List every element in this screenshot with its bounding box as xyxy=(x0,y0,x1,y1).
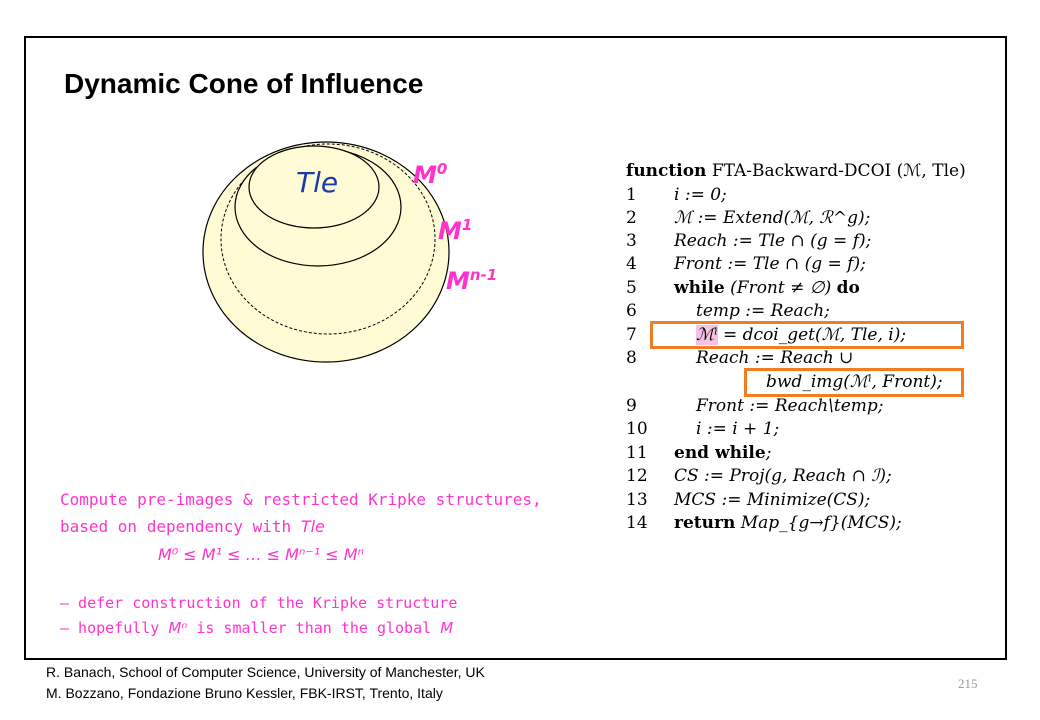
description-line2: based on dependency with Tle xyxy=(60,517,325,536)
region-m1-dashed xyxy=(220,143,436,335)
region-tle xyxy=(248,145,380,229)
slide-title: Dynamic Cone of Influence xyxy=(64,68,424,99)
tle-label: Tle xyxy=(296,166,339,199)
structure-chain: M⁰ ≤ M¹ ≤ … ≤ Mⁿ⁻¹ ≤ Mⁿ xyxy=(158,545,364,564)
slide-frame xyxy=(24,36,1007,660)
mn-1-label: Mn-1 xyxy=(446,266,498,295)
m1-label: M1 xyxy=(438,216,473,245)
algorithm-header: function FTA-Backward-DCOI (ℳ, Tle) xyxy=(626,161,966,181)
highlight-box-bwd-img xyxy=(744,368,964,397)
page-number: 215 xyxy=(958,676,978,691)
m0-label: M0 xyxy=(413,160,448,189)
bullet-defer: – defer construction of the Kripke struc… xyxy=(60,594,458,612)
description-line1: Compute pre-images & restricted Kripke s… xyxy=(60,490,542,509)
footer-author-1: R. Banach, School of Computer Science, U… xyxy=(46,664,485,680)
cone-diagram xyxy=(202,141,450,363)
footer-author-2: M. Bozzano, Fondazione Bruno Kessler, FB… xyxy=(46,685,443,701)
highlight-box-line7 xyxy=(650,321,964,349)
highlighted-mi: ℳⁱ xyxy=(696,325,718,345)
bullet-hopefully: – hopefully Mⁿ is smaller than the globa… xyxy=(60,619,454,637)
algorithm-signature: FTA-Backward-DCOI (ℳ, Tle) xyxy=(711,161,966,181)
